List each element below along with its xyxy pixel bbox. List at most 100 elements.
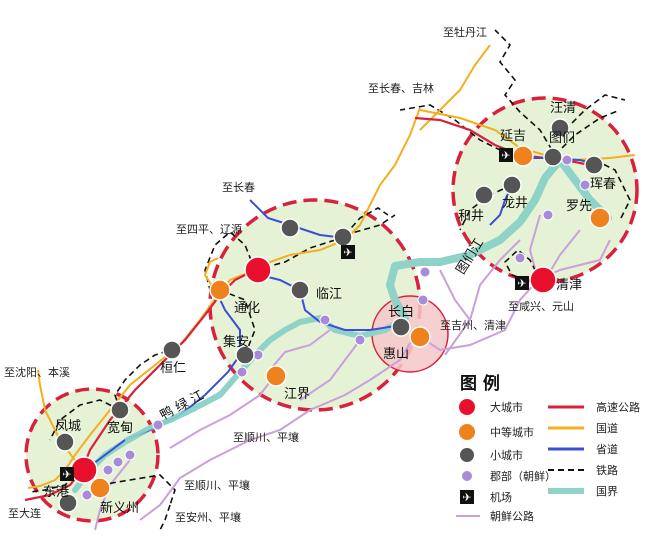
prov-main — [84, 294, 241, 471]
dir-shenyang: 至沈阳、本溪 — [4, 365, 70, 379]
label-changbai: 长白 — [388, 304, 414, 320]
city-ne2-dot — [333, 227, 353, 247]
county-dot — [354, 334, 366, 346]
legend-title: 图 例 — [460, 373, 500, 394]
rail-longjing — [459, 184, 513, 231]
nat-changchun-jilin — [254, 107, 421, 271]
rail-xinyizhou-s2 — [159, 504, 171, 531]
label-jian: 集安 — [223, 334, 249, 350]
city-longjing-dot — [502, 175, 522, 195]
legend-nk-road: 朝鲜公路 — [490, 509, 534, 523]
label-huishan: 惠山 — [383, 347, 409, 362]
dir-xianxing: 至咸兴、元山 — [508, 300, 574, 313]
city-donggang-small-dot — [58, 493, 78, 513]
rail-jian — [114, 349, 171, 411]
county-dot — [319, 314, 331, 326]
legend-airport-icon — [460, 490, 474, 504]
county-dot — [419, 266, 431, 278]
legend-county: 郡部（朝鲜） — [490, 469, 556, 483]
city-wangqing-dot — [550, 118, 570, 138]
legend-railway: 铁路 — [596, 464, 618, 477]
label-dandong: 东港 — [43, 485, 69, 500]
city-linjiang-dot — [290, 280, 310, 300]
rail-west-1 — [49, 399, 121, 441]
nk-road-4 — [139, 334, 416, 521]
county-dot — [542, 209, 554, 221]
legend-national-road: 国道 — [596, 421, 618, 435]
border-tumen — [386, 156, 612, 322]
airports: ✈ ✈ ✈ ✈ — [60, 148, 529, 481]
nk-road-8 — [444, 239, 521, 356]
city-tumen-dot — [543, 147, 563, 167]
rail-tonghua-east — [254, 234, 346, 271]
city-labels: 延吉 汪清 图们 珲春 龙井 和井 罗先 清津 通化 临江 集安 长白 惠山 江… — [43, 101, 616, 516]
rail-north-kd — [344, 214, 396, 236]
label-linjiang: 临江 — [316, 287, 342, 302]
county-dot — [417, 294, 429, 306]
small-cities — [55, 118, 604, 513]
label-helong: 和井 — [458, 209, 484, 224]
airport-glyph: ✈ — [501, 149, 510, 162]
county-dot — [152, 419, 164, 431]
airport-icon — [60, 467, 74, 481]
legend-border: 国界 — [596, 485, 618, 498]
city-qingjin-dot — [529, 266, 557, 294]
city-fengcheng-dot — [55, 432, 75, 452]
city-dandong-dot — [70, 456, 98, 484]
label-huanren: 桓仁 — [160, 361, 186, 376]
legend-medium-city: 中等城市 — [490, 425, 534, 439]
city-huanren-dot — [162, 340, 182, 360]
nk-road-1 — [424, 279, 539, 352]
county-dot — [102, 464, 114, 476]
dir-changchun-jilin: 至长春、吉林 — [368, 81, 434, 95]
dir-anzhou: 至安州、平壤 — [175, 510, 241, 524]
rail-xinyizhou-s1 — [99, 474, 176, 506]
rail-tumen-north — [554, 109, 621, 156]
city-huishan-dot — [409, 326, 431, 348]
label-yanji: 延吉 — [500, 129, 526, 144]
nat-mudanjiang — [419, 44, 491, 131]
label-tonghua: 通化 — [234, 301, 260, 316]
label-longjing: 龙井 — [502, 196, 528, 211]
label-hunchun: 珲春 — [590, 177, 616, 192]
county-dot — [124, 449, 136, 461]
county-dot — [112, 456, 124, 468]
label-tumen: 图们 — [549, 131, 575, 146]
nk-road-11 — [547, 229, 581, 276]
county-dot — [236, 366, 248, 378]
dir-dalian: 至大连 — [8, 506, 41, 520]
city-jiangjie-dot — [265, 365, 287, 387]
rail-luoxian — [594, 159, 631, 221]
nk-road-10 — [269, 329, 331, 371]
city-helong-dot — [474, 185, 494, 205]
airport-glyph: ✈ — [62, 468, 71, 481]
nk-road-5 — [169, 374, 276, 449]
city-kuandian-dot — [110, 400, 130, 420]
nk-road-6 — [299, 339, 361, 401]
label-fengcheng: 凤城 — [55, 419, 81, 434]
label-xinyizhou: 新义州 — [100, 500, 139, 516]
direction-labels: 至牡丹江 至长春、吉林 至长春 至四平、辽源 至吉州、清津 至咸兴、元山 至沈阳… — [4, 25, 574, 524]
county-dot — [514, 252, 526, 264]
dir-siping: 至四平、辽源 — [176, 222, 242, 236]
dir-changchun: 至长春 — [222, 181, 255, 194]
legend-small-city-swatch — [460, 448, 474, 462]
city-xinyizhou-dot — [89, 477, 111, 499]
medium-cities — [89, 145, 611, 499]
county-dot — [579, 179, 591, 191]
label-wangqing: 汪清 — [550, 101, 576, 116]
rail-mudanjiang — [494, 29, 553, 151]
label-jiangjie: 江界 — [284, 387, 310, 402]
city-changbai-dot — [391, 317, 411, 337]
legend-county-swatch — [462, 471, 472, 481]
dir-jizhou: 至吉州、清津 — [440, 319, 506, 332]
dir-mudanjiang: 至牡丹江 — [443, 25, 487, 39]
label-luoxian: 罗先 — [566, 199, 592, 214]
dir-shunchuan-1: 至顺川、平壤 — [233, 430, 299, 444]
legend-provincial-road: 省道 — [596, 442, 618, 456]
airport-glyph: ✈ — [343, 246, 352, 259]
airport-glyph: ✈ — [517, 277, 526, 290]
legend-medium-city-swatch — [459, 424, 475, 440]
legend-expressway: 高速公路 — [596, 400, 640, 414]
rail-tonghua-south — [219, 289, 256, 356]
